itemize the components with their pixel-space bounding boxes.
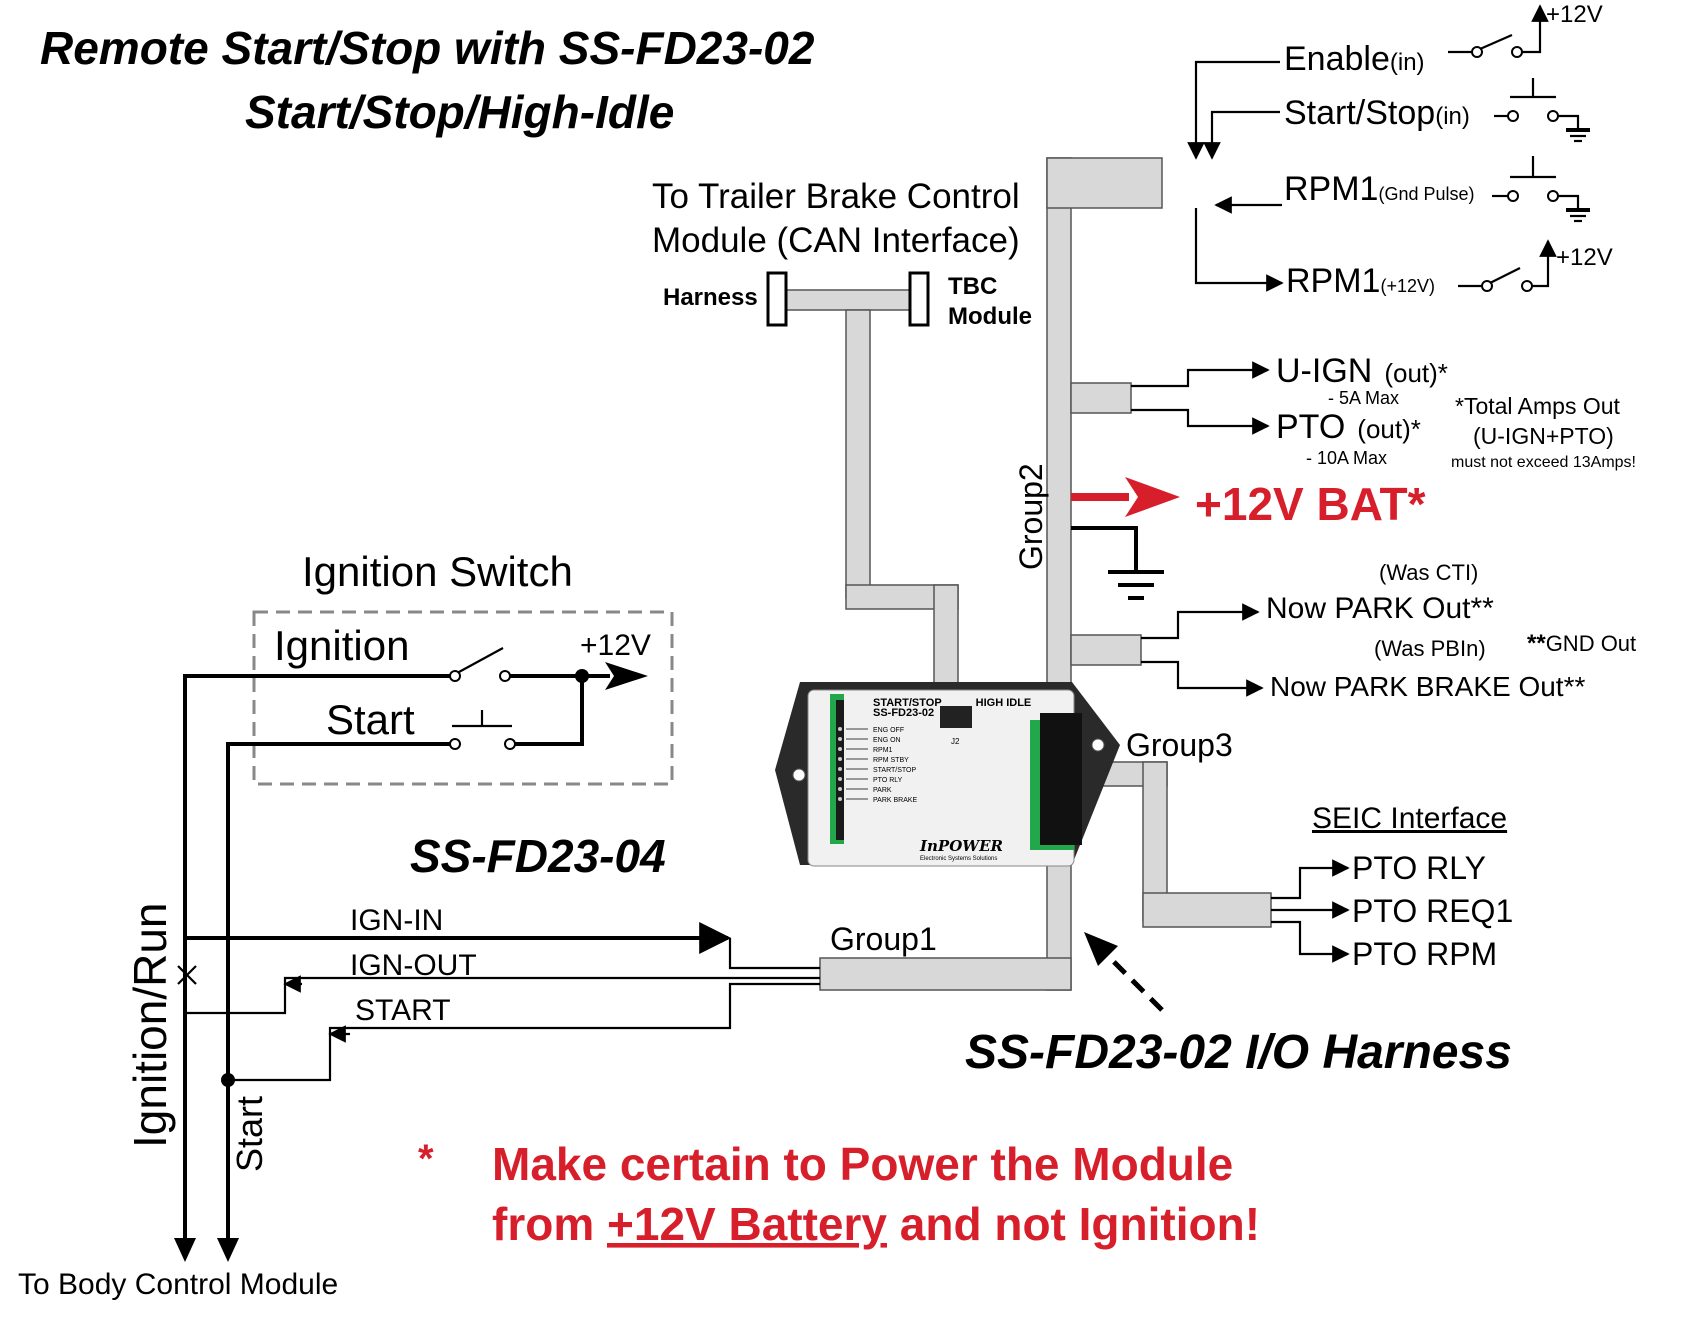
group1-wires [177,922,820,1087]
ignition-run-label: Ignition/Run [124,903,176,1149]
start-vertical-label: Start [229,1096,270,1172]
module-led-icon [838,747,842,751]
rpm-12v-label-text: RPM1(+12V) [1286,262,1435,300]
park-brake-out-label: Now PARK BRAKE Out** [1270,671,1585,702]
start-label: Start [326,696,415,743]
seic-title: SEIC Interface [1312,802,1507,835]
module-led-icon [838,757,842,761]
amps-note-1: *Total Amps Out [1455,393,1621,419]
tbc-harness [766,271,959,716]
module-led-label: PARK BRAKE [873,797,918,804]
group1-label: Group1 [830,921,937,957]
start-wire-label: START [355,994,451,1027]
ignition-12v-label: +12V [580,629,651,662]
seic-item-pto-rpm: PTO RPM [1352,936,1497,972]
group3-connector [1040,713,1082,845]
ignition-switch-box [252,610,674,786]
output-wires [1131,361,1270,435]
rpm-12v-switch-icon [1458,239,1557,292]
j2-port [940,706,972,728]
module-led-label: PARK [873,787,892,794]
enable-label: Enable(in) [1284,40,1425,78]
gnd-out-label: **GND Out [1527,630,1636,657]
body-control-label: To Body Control Module [18,1268,338,1301]
ignition-label: Ignition [274,622,409,669]
warning-star: * [418,1137,434,1181]
tbc-module-label-2: Module [948,303,1032,330]
module-led-label: RPM STBY [873,757,909,764]
was-pbin: (Was PBIn) [1374,636,1486,661]
seic-item-pto-rly: PTO RLY [1352,850,1486,886]
rpm-gnd-label: RPM1(Gnd Pulse) [1284,170,1475,208]
bat-arrow-icon [1071,477,1180,517]
module-led-icon [838,777,842,781]
amps-note-2: (U-IGN+PTO) [1473,423,1614,449]
seic-item-pto-req1: PTO REQ1 [1352,893,1513,929]
park-wires [1141,603,1264,697]
ign-out-label: IGN-OUT [350,949,477,982]
group2-label: Group2 [1013,463,1049,570]
module-led-label: START/STOP [873,767,917,774]
fd04-label: SS-FD23-04 [410,830,666,882]
module-led-label: RPM1 [873,747,893,754]
group2-harness [819,157,1272,991]
module-led-label: PTO RLY [873,777,903,784]
harness-pointer-icon [1084,932,1164,1012]
module-port: J2 [951,737,960,746]
rpm-12v-label: +12V [1556,244,1613,271]
module-led-icon [838,737,842,741]
pto-label: PTO(out)* [1276,408,1421,446]
ground-icon [1071,526,1164,600]
enable-switch-icon [1448,4,1549,58]
ignition-switch-title: Ignition Switch [302,548,573,595]
module-led-label: ENG ON [873,737,901,744]
pto-max: - 10A Max [1306,448,1387,468]
harness-connector [766,271,788,327]
ign-in-label: IGN-IN [350,904,443,937]
rpm-gnd-button-icon [1492,156,1590,223]
amps-note-3: must not exceed 13Amps! [1451,454,1636,471]
uign-max: - 5A Max [1328,388,1399,408]
group3-label: Group3 [1126,727,1233,763]
enable-12v-label: +12V [1546,1,1603,28]
module-brand: InPOWER [919,837,1003,855]
harness-label: SS-FD23-02 I/O Harness [965,1026,1512,1079]
tbc-module-connector [908,271,930,327]
title-line-2: Start/Stop/High-Idle [245,86,674,138]
module-led-icon [838,727,842,731]
warning-line-2: from +12V Battery and not Ignition! [492,1198,1260,1250]
park-out-label: Now PARK Out** [1266,592,1494,625]
seic-wires [1271,859,1350,963]
module-led-icon [838,797,842,801]
tbc-heading-1: To Trailer Brake Control [652,177,1020,216]
input-wires [1187,60,1284,292]
warning-line-1: Make certain to Power the Module [492,1138,1233,1190]
module-brand-sub: Electronic Systems Solutions [920,856,997,862]
tbc-heading-2: Module (CAN Interface) [652,221,1020,260]
body-control-arrows [174,1238,239,1262]
module-label-3: SS-FD23-02 [873,707,934,719]
tbc-module-label-1: TBC [948,273,997,300]
title-line-1: Remote Start/Stop with SS-FD23-02 [40,22,815,74]
module-led-label: ENG OFF [873,727,904,734]
startstop-button-icon [1494,78,1590,143]
tbc-harness-label: Harness [663,284,758,311]
uign-label: U-IGN(out)* [1276,352,1448,390]
module-led-icon [838,767,842,771]
was-cti: (Was CTI) [1379,560,1478,585]
bat-label: +12V BAT* [1195,478,1426,530]
startstop-label: Start/Stop(in) [1284,94,1470,132]
ignition-switch-icon [183,647,648,1240]
module-led-icon [838,787,842,791]
